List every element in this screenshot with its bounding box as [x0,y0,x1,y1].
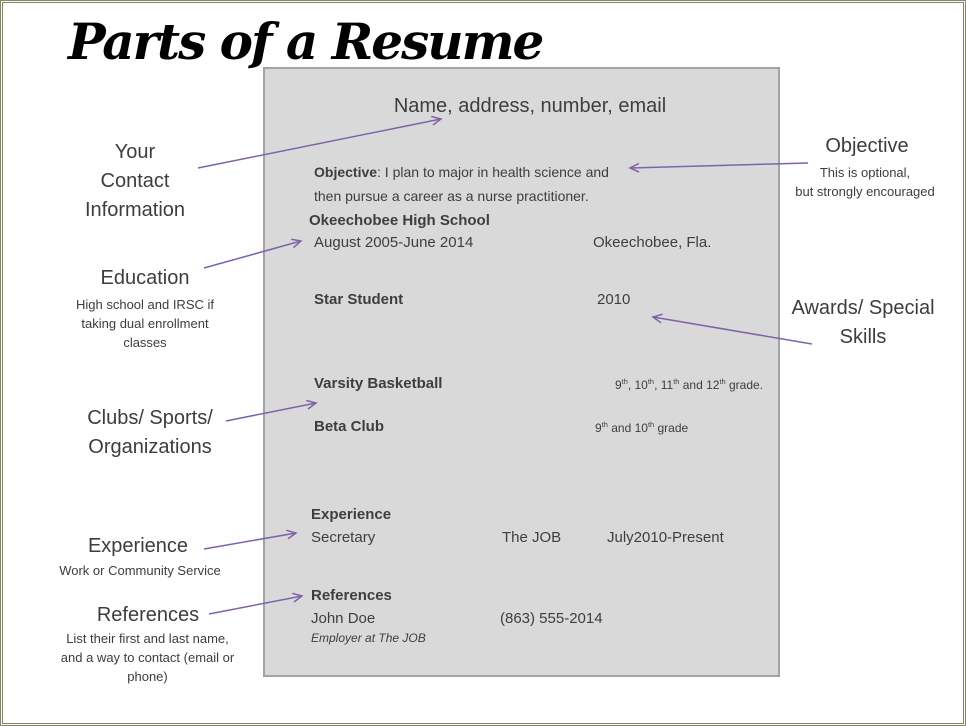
callout-references-caption: List their first and last name, and a wa… [60,631,235,684]
callout-experience: Experience [87,535,189,557]
resume-reference-name: John Doe [311,610,376,627]
resume-experience-heading: Experience [311,506,392,523]
callout-references: References [96,604,200,626]
callout-objective: Objective [825,135,909,157]
resume-school-dates: August 2005-June 2014 [314,234,474,251]
resume-activity-grades: 9th, 10th, 11th and 12th grade. [614,377,763,392]
resume-reference-phone: (863) 555-2014 [500,610,603,627]
resume-activity-name: Beta Club [314,418,385,435]
slide-title: Parts of a Resume [68,12,544,71]
resume-objective-line: Objective: I plan to major in health sci… [314,160,644,208]
callout-awards-special-skills: Awards/ Special Skills [791,297,935,348]
resume-activity-grades: 9th and 10th grade [595,420,689,435]
resume-activity-name: Varsity Basketball [314,375,443,392]
resume-reference-relation: Employer at The JOB [311,631,426,645]
callout-education-caption: High school and IRSC if taking dual enro… [75,297,214,350]
callout-education: Education [100,267,190,289]
resume-school-name: Okeechobee High School [309,212,490,229]
resume-school-location: Okeechobee, Fla. [593,234,712,251]
callout-contact-information: Your Contact Information [84,141,186,221]
resume-experience-dates: July2010-Present [607,529,724,546]
resume-example-box: Name, address, number, email Objective: … [263,67,780,677]
callout-experience-caption: Work or Community Service [59,563,221,578]
callout-clubs-sports-organizations: Clubs/ Sports/ Organizations [87,407,213,458]
resume-objective-text: : I plan to major in health science and … [314,164,609,204]
resume-experience-role: Secretary [311,529,376,546]
resume-objective-label: Objective [314,164,378,180]
callout-objective-caption: This is optional, but strongly encourage… [795,165,935,199]
resume-experience-employer: The JOB [502,529,562,546]
resume-references-heading: References [311,587,392,604]
resume-award-name: Star Student [314,291,404,308]
resume-award-year: 2010 [597,291,631,308]
resume-name-placeholder: Name, address, number, email [393,95,667,117]
